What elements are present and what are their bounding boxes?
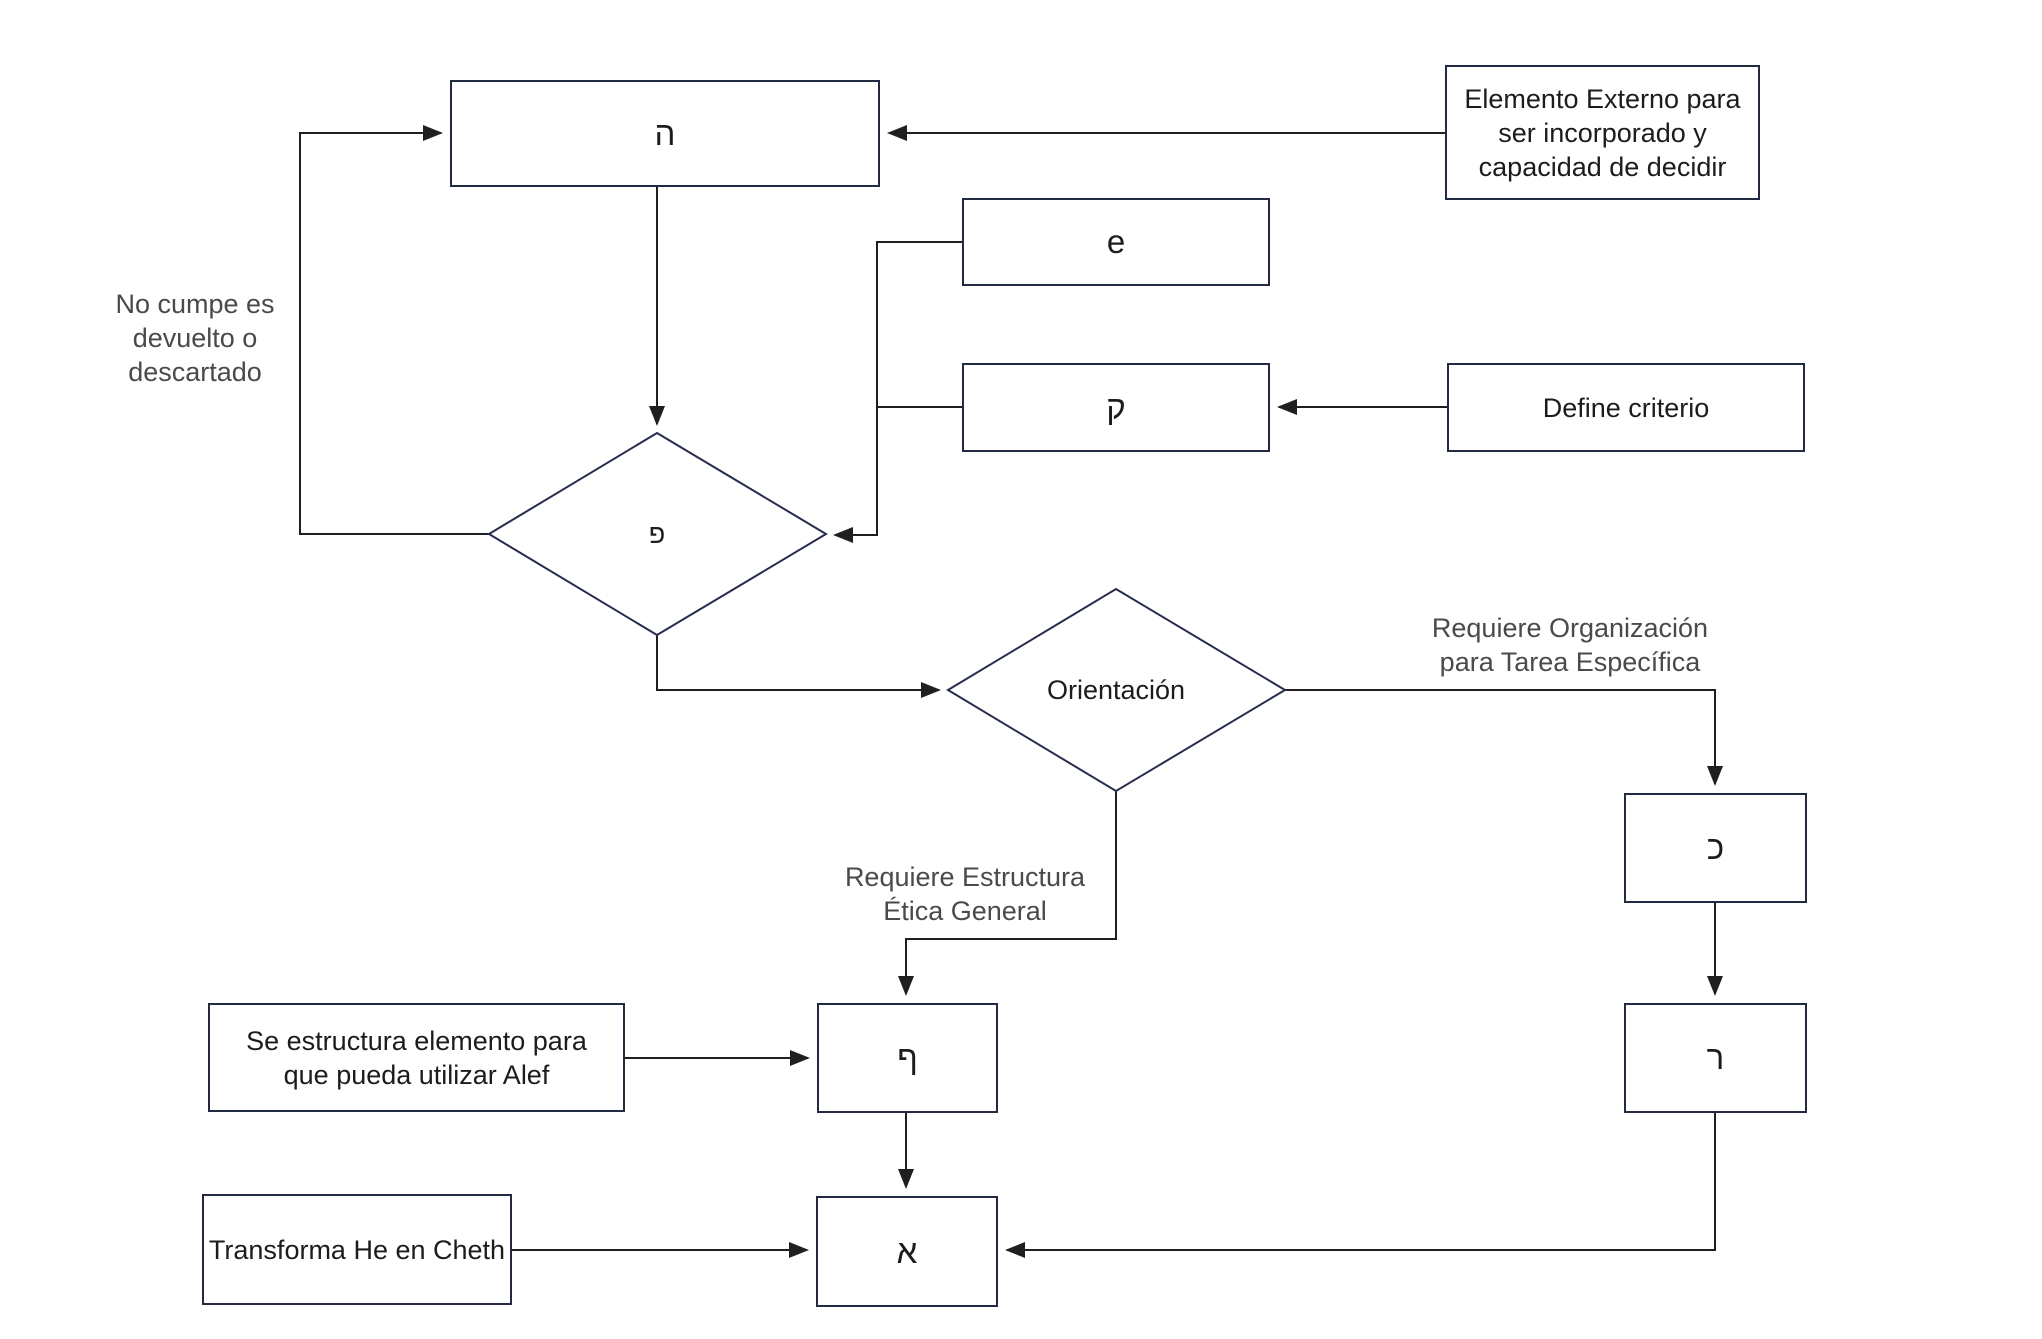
- node-transforma-label: Transforma He en Cheth: [208, 1234, 506, 1265]
- diamond-pe: פ: [577, 494, 737, 574]
- node-resh: ר: [1624, 1003, 1807, 1113]
- node-e-label: e: [1106, 223, 1126, 260]
- node-se-estructura-label: Se estructura elemento para que pueda ut…: [246, 1025, 587, 1090]
- node-define-criterio-label: Define criterio: [1542, 392, 1710, 423]
- diamond-pe-shape: [487, 431, 828, 637]
- node-pe-sofit-label: ף: [897, 1039, 918, 1076]
- node-alef: א: [816, 1196, 998, 1307]
- diamond-orientacion: Orientación: [1016, 650, 1216, 730]
- connector-resh-to-alef: [1005, 1113, 1716, 1258]
- annotation-requiere-etica: Requiere Estructura Ética General: [844, 862, 1086, 926]
- connector-pe-loop-to-he: [299, 125, 489, 535]
- diamond-pe-label: פ: [648, 519, 666, 549]
- node-se-estructura: Se estructura elemento para que pueda ut…: [208, 1003, 625, 1112]
- connector-orientacion-to-pesofit: [898, 791, 1117, 996]
- node-qoph-label: ק: [1106, 388, 1126, 426]
- diamond-orientacion-shape: [946, 587, 1287, 793]
- node-define-criterio: Define criterio: [1447, 363, 1805, 452]
- node-transforma: Transforma He en Cheth: [202, 1194, 512, 1305]
- node-elemento-externo-label: Elemento Externo para ser incorporado y …: [1464, 83, 1741, 182]
- connector-pe-to-orientacion: [656, 635, 941, 698]
- node-elemento-externo: Elemento Externo para ser incorporado y …: [1445, 65, 1760, 200]
- node-pe-sofit: ף: [817, 1003, 998, 1113]
- annotation-no-cumple: No cumpe es devuelto o descartado: [115, 289, 275, 387]
- node-qoph: ק: [962, 363, 1270, 452]
- node-kaph-label: כ: [1706, 829, 1725, 866]
- node-kaph: כ: [1624, 793, 1807, 903]
- node-e: e: [962, 198, 1270, 286]
- annotation-requiere-organizacion: Requiere Organización para Tarea Específ…: [1431, 613, 1709, 677]
- diamond-orientacion-label: Orientación: [1046, 675, 1186, 705]
- node-he-label: ה: [654, 114, 676, 152]
- connector-e-qoph-to-pe: [833, 241, 962, 543]
- node-resh-label: ר: [1706, 1039, 1725, 1076]
- node-alef-label: א: [896, 1232, 918, 1270]
- node-he: ה: [450, 80, 880, 187]
- connector-orientacion-to-kaph: [1285, 689, 1723, 786]
